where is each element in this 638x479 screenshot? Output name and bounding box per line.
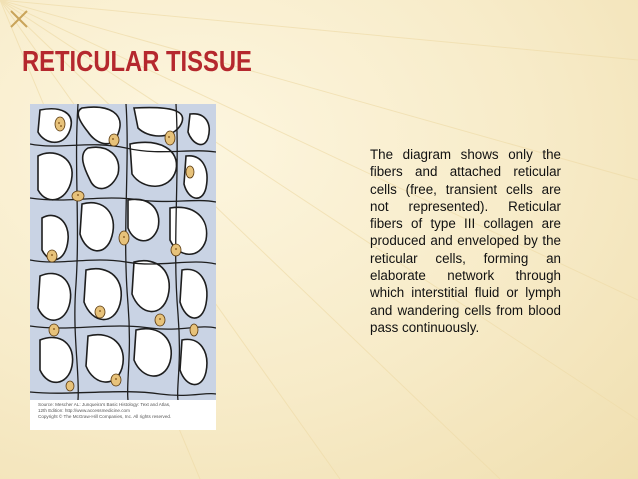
source-line-1: Source: Mescher AL: Junqueira's Basic Hi… — [38, 402, 171, 407]
reticular-network-drawing — [30, 104, 216, 430]
corner-x-mark-icon — [10, 10, 28, 28]
figure-source-citation: Source: Mescher AL: Junqueira's Basic Hi… — [38, 402, 214, 420]
copyright-line: Copyright © The McGraw-Hill Companies, I… — [38, 414, 172, 419]
source-line-2: 12th Edition: http://www.accessmedicine.… — [38, 408, 130, 413]
reticular-tissue-illustration: Source: Mescher AL: Junqueira's Basic Hi… — [30, 104, 216, 430]
slide-description: The diagram shows only the fibers and at… — [370, 147, 561, 335]
slide-title: RETICULAR TISSUE — [22, 46, 252, 78]
